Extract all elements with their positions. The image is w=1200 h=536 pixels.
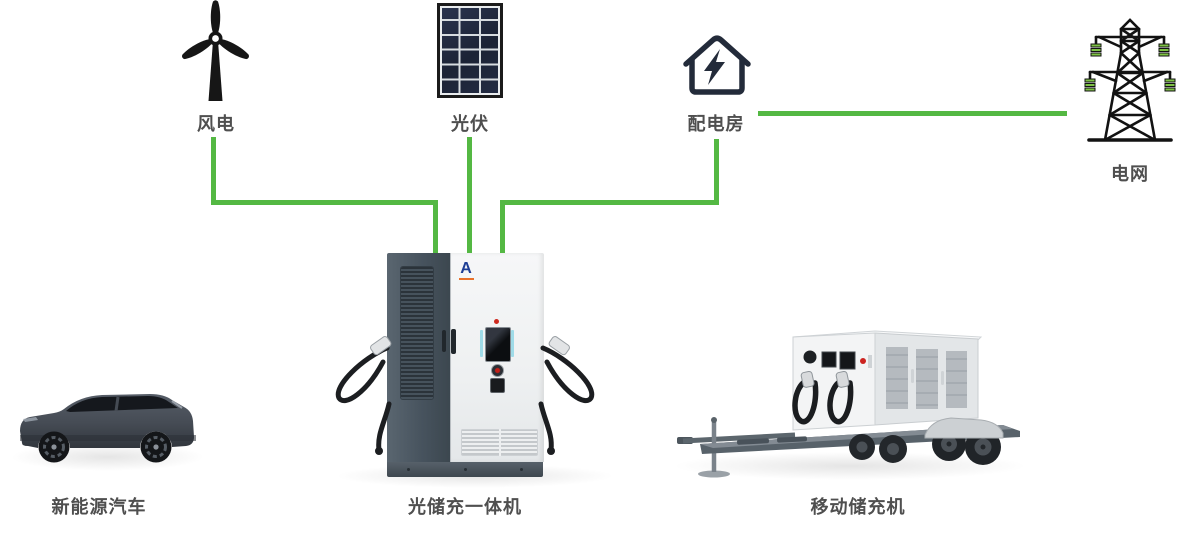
car-windows xyxy=(66,396,178,412)
connector-wind-drop xyxy=(433,200,438,254)
cabinet-display-screen xyxy=(485,327,511,362)
wind-turbine-icon xyxy=(180,0,252,103)
new-energy-vehicle-label: 新能源汽车 xyxy=(51,497,147,517)
photovoltaic-label: 光伏 xyxy=(451,114,489,134)
connector-dist-drop xyxy=(500,200,505,254)
insulator-marks xyxy=(1084,43,1176,92)
trailer-charging-cables xyxy=(792,378,854,425)
car-headlight xyxy=(23,417,38,422)
cabinet-left-door xyxy=(387,253,450,462)
trailer-rear-wheels xyxy=(849,434,907,463)
cabinet-handle-right xyxy=(451,329,456,354)
trailer-screen-2 xyxy=(839,351,856,370)
brand-logo: A xyxy=(453,261,479,280)
trailer-screen-1 xyxy=(821,351,837,368)
trailer-unit-image xyxy=(665,325,1025,480)
cabinet-bottom-grille xyxy=(461,429,538,456)
power-house-icon xyxy=(681,31,753,99)
suv-car-image xyxy=(12,385,207,467)
power-grid-label: 电网 xyxy=(1111,164,1149,184)
connector-dist-vertical xyxy=(714,139,719,205)
trailer-stop-button xyxy=(860,358,866,364)
charging-gun-left xyxy=(370,336,392,356)
connector-dist-to-grid xyxy=(758,111,1067,116)
distribution-room-label: 配电房 xyxy=(687,114,745,134)
transmission-tower-icon xyxy=(1083,15,1177,147)
integrated-station-label: 光储充一体机 xyxy=(408,497,522,517)
charging-gun-right xyxy=(548,336,570,356)
trailer-fender xyxy=(924,417,1004,439)
cabinet-handle-left xyxy=(442,330,446,352)
charging-cabinet-image: A xyxy=(387,253,544,477)
cabinet-base xyxy=(387,462,543,477)
cabinet-charging-cables xyxy=(325,330,615,460)
brand-logo-mark: A xyxy=(460,260,472,277)
wind-power-label: 风电 xyxy=(197,114,235,134)
emergency-stop-button xyxy=(491,364,504,377)
connector-pv-vertical xyxy=(467,137,472,254)
screen-accent-left xyxy=(480,330,483,357)
car-front-wheel xyxy=(38,431,70,463)
mobile-storage-unit-label: 移动储充机 xyxy=(810,497,906,517)
cabinet-vent-grille xyxy=(401,267,433,399)
status-led xyxy=(494,319,499,324)
connector-dist-horizontal xyxy=(500,200,719,205)
car-rear-wheel xyxy=(140,431,172,463)
solar-panel-icon xyxy=(437,3,503,98)
lightning-bolt-icon xyxy=(704,49,725,85)
trailer-socket xyxy=(803,350,817,364)
brand-logo-underline xyxy=(458,278,474,280)
charging-socket xyxy=(490,378,505,393)
screen-accent-right xyxy=(511,330,514,357)
trailer-side-vents xyxy=(886,347,967,409)
connector-wind-horizontal xyxy=(211,200,438,205)
connector-wind-vertical xyxy=(211,137,216,205)
